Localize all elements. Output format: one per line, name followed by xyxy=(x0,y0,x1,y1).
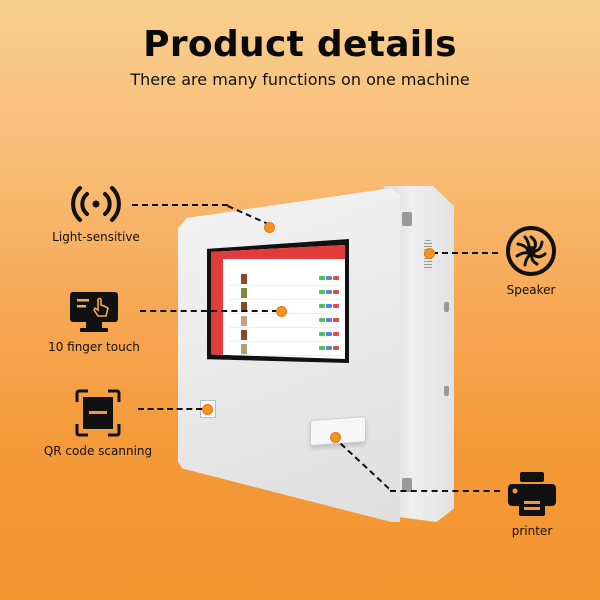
callout-line-qr xyxy=(138,408,202,410)
page-title: Product details xyxy=(143,24,457,65)
screen-sidebar xyxy=(211,245,223,359)
feature-printer: printer xyxy=(504,470,560,538)
feature-qr: QR code scanning xyxy=(36,388,160,458)
feature-speaker: Speaker xyxy=(500,225,562,297)
qr-scan-icon xyxy=(75,389,121,437)
screen-row xyxy=(229,287,341,300)
callout-line-speaker xyxy=(432,252,498,254)
feature-label: Light-sensitive xyxy=(52,230,140,244)
hinge-bottom xyxy=(444,386,449,396)
feature-label: printer xyxy=(511,524,553,538)
latch-bottom xyxy=(402,478,412,492)
touch-screen-display[interactable] xyxy=(211,245,345,359)
callout-dot-speaker xyxy=(424,248,435,259)
screen-row xyxy=(229,273,341,286)
callout-dot-touch xyxy=(276,306,287,317)
hinge-top xyxy=(444,302,449,312)
page-subtitle: There are many functions on one machine xyxy=(130,70,470,89)
touch-monitor-icon xyxy=(70,292,118,332)
speaker-fan-icon xyxy=(506,226,556,276)
feature-label: QR code scanning xyxy=(43,444,153,458)
feature-label: 10 finger touch xyxy=(48,340,140,354)
feature-label: Speaker xyxy=(506,283,556,297)
callout-line-printer xyxy=(390,490,500,492)
callout-dot-light xyxy=(264,222,275,233)
callout-line-light xyxy=(132,204,228,206)
callout-dot-printer xyxy=(330,432,341,443)
feature-light-sensitive: Light-sensitive xyxy=(46,184,146,244)
signal-broadcast-icon xyxy=(71,186,121,222)
feature-touch: 10 finger touch xyxy=(36,290,152,354)
screen-row xyxy=(229,343,341,356)
latch-top xyxy=(402,212,412,226)
printer-icon xyxy=(508,472,556,516)
callout-dot-qr xyxy=(202,404,213,415)
callout-line-touch xyxy=(140,310,278,312)
screen-row xyxy=(229,315,341,328)
screen-row xyxy=(229,329,341,342)
